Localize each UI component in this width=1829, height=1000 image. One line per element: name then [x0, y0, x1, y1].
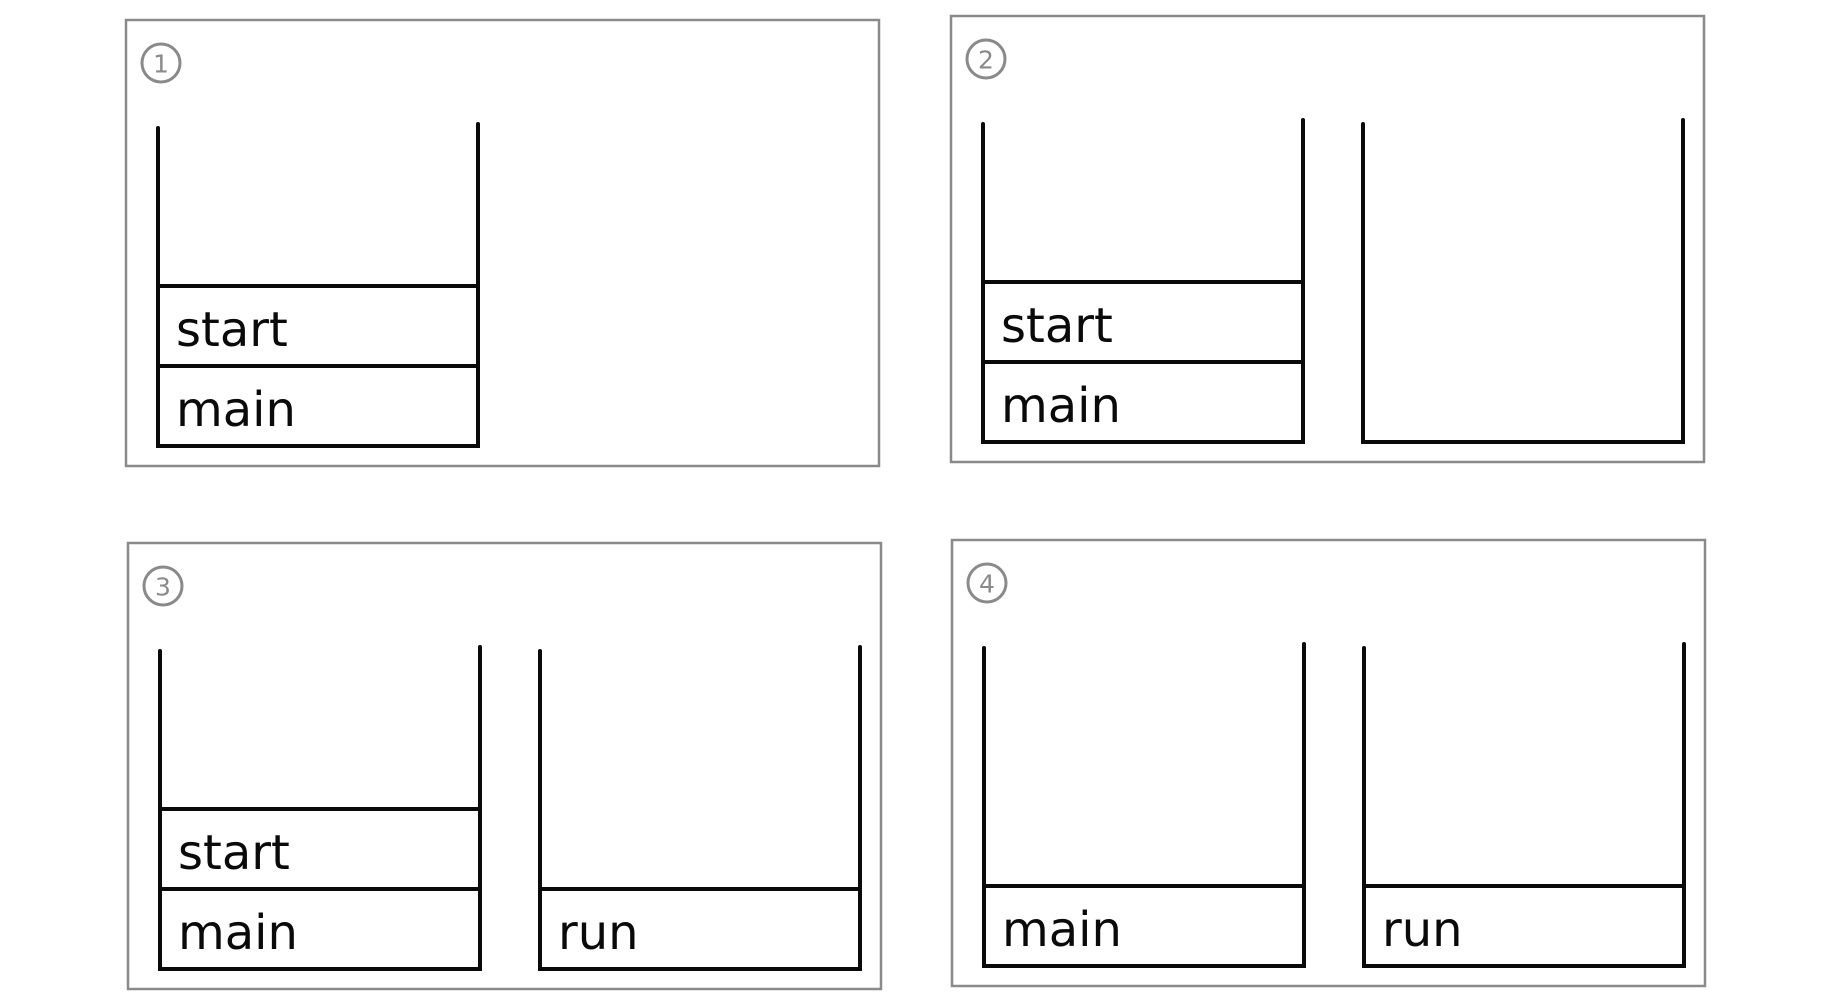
panel-number: 1 — [153, 50, 169, 79]
stack-2: run — [538, 645, 862, 971]
panel-border — [124, 18, 881, 468]
panel-number: 2 — [978, 46, 994, 75]
panel-border — [950, 538, 1707, 988]
stack-frame-main: main — [176, 382, 296, 438]
panel-number-circle — [965, 38, 1007, 80]
stack-frame-run: run — [1382, 902, 1463, 958]
panel-border — [949, 14, 1706, 464]
stack-frame-start: start — [1001, 298, 1113, 354]
stack-1: start main — [981, 118, 1305, 444]
stack-frame-start: start — [176, 302, 288, 358]
panel-3: 3 start main run — [126, 541, 883, 991]
stack-1: start main — [158, 645, 482, 971]
panel-4: 4 main run — [950, 538, 1707, 988]
panel-number-circle — [966, 562, 1008, 604]
stack-frame-run: run — [558, 905, 639, 961]
stack-walls — [538, 645, 862, 971]
stack-1: start main — [156, 122, 480, 448]
stack-2 — [1361, 118, 1685, 444]
panel-1: 1 start main — [124, 18, 881, 468]
stack-walls — [1361, 118, 1685, 444]
stack-1: main — [982, 642, 1306, 968]
stack-frame-main: main — [1001, 378, 1121, 434]
panel-number: 3 — [155, 573, 171, 602]
stack-frame-start: start — [178, 825, 290, 881]
panel-number: 4 — [979, 570, 995, 599]
stack-2: run — [1362, 642, 1686, 968]
stack-walls — [1362, 642, 1686, 968]
panel-border — [126, 541, 883, 991]
panel-2: 2 start main — [949, 14, 1706, 464]
stack-frame-main: main — [1002, 902, 1122, 958]
stack-frame-main: main — [178, 905, 298, 961]
panel-number-circle — [140, 42, 182, 84]
stack-walls — [982, 642, 1306, 968]
panel-number-circle — [142, 565, 184, 607]
